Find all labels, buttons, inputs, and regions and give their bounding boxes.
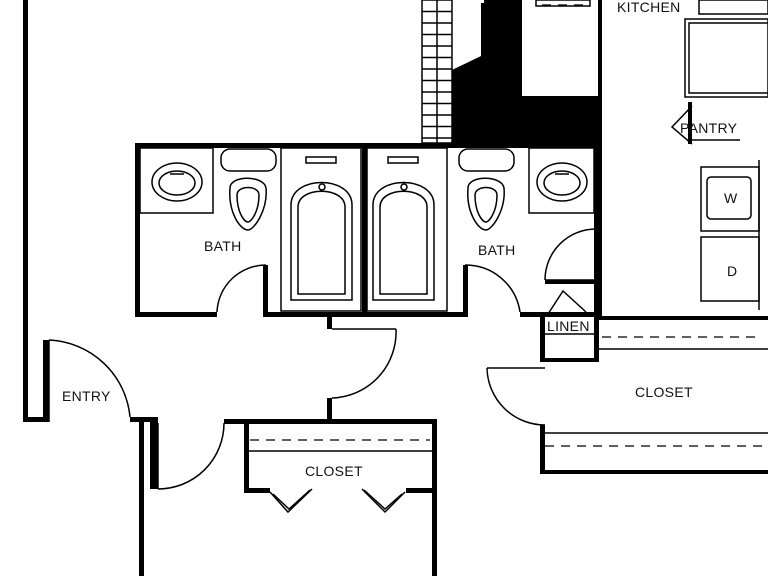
left-exterior-wall — [23, 0, 28, 422]
right-tub-drain — [400, 183, 408, 191]
bath-bottom-wall-c — [520, 312, 598, 317]
left-sink-basin — [158, 170, 196, 196]
label-bath-right: BATH — [478, 242, 516, 258]
hall-stub-wall — [327, 317, 332, 329]
closet-right-left-wall — [540, 425, 545, 473]
entry-door-swing — [48, 339, 131, 418]
closet-bifold-left-inner — [272, 489, 311, 511]
kitchen-column — [500, 0, 522, 96]
laundry — [700, 160, 760, 310]
kitchen-counter-block — [452, 0, 598, 143]
hall-center-post — [327, 398, 332, 422]
hall-door-stop — [150, 417, 158, 489]
left-tub-inner — [297, 190, 346, 295]
label-closet-right: CLOSET — [635, 384, 693, 400]
closet-bottom-sill-left — [244, 488, 270, 493]
right-tub-faucet — [387, 156, 419, 164]
right-bath-fixtures — [458, 147, 595, 231]
label-kitchen: KITCHEN — [617, 0, 681, 15]
closet-bifold-right — [361, 488, 406, 514]
laundry-door-swing — [544, 228, 597, 281]
label-bath-left: BATH — [204, 238, 242, 254]
closet-bifold-left — [269, 488, 313, 514]
left-toilet-seat — [236, 186, 260, 223]
room-labels: KITCHEN PANTRY BATH BATH ENTRY LINEN CLO… — [62, 0, 738, 479]
kitchen-fixtures — [535, 0, 768, 145]
hall-door-swing — [331, 328, 397, 399]
closet-bottom-left-wall — [244, 419, 249, 493]
linen-right-wall — [594, 312, 599, 362]
refrigerator-inner — [688, 22, 768, 94]
left-bathtub — [280, 147, 362, 312]
closet-right-bottom-wall — [540, 470, 768, 474]
closet-right-door-swing — [486, 367, 546, 426]
washer-drum — [706, 176, 752, 220]
entry-left-pillar — [43, 340, 49, 422]
bath-right-door-wall — [545, 280, 598, 284]
closet-bottom-top-wall — [224, 419, 437, 424]
left-toilet-tank — [220, 148, 277, 172]
right-bathtub — [366, 147, 448, 312]
right-sink-basin — [543, 170, 581, 196]
closet-bottom-sill-right — [406, 488, 437, 493]
linen-left-wall — [540, 312, 545, 362]
label-dryer: D — [727, 263, 737, 279]
right-tub-inner — [379, 190, 428, 295]
bath-divider-wall — [362, 143, 367, 317]
right-toilet-tank — [458, 148, 515, 172]
walls — [23, 0, 768, 576]
bath-right-wall — [594, 143, 599, 317]
bath-left-wall — [135, 143, 140, 316]
doors — [48, 228, 597, 514]
staircase — [421, 0, 453, 144]
closet-bottom-right-wall — [432, 419, 437, 576]
right-toilet-seat — [474, 186, 498, 223]
left-bath-door-swing — [216, 264, 267, 313]
linen-bottom-wall — [540, 358, 599, 362]
label-pantry: PANTRY — [680, 120, 738, 136]
kitchen-upper-cabinet — [698, 0, 768, 15]
label-closet-bottom: CLOSET — [305, 463, 363, 479]
closet-shelves — [249, 333, 768, 452]
closet-right-top-wall — [598, 316, 768, 320]
pantry-frame — [688, 102, 692, 144]
left-bath-fixtures — [139, 147, 277, 231]
right-bath-door-swing — [464, 264, 521, 313]
laundry-left-wall — [598, 143, 602, 320]
entry-left-jamb — [23, 417, 43, 422]
linen-door — [547, 289, 587, 315]
kitchen-right-wall — [598, 0, 602, 143]
closet-bifold-right-inner — [363, 489, 403, 511]
left-tub-faucet — [305, 156, 337, 164]
dryer — [700, 236, 760, 302]
label-linen: LINEN — [547, 318, 590, 334]
left-tub-drain — [318, 183, 326, 191]
label-washer: W — [724, 190, 738, 206]
hall-left-wall — [139, 417, 144, 576]
pantry-door — [670, 105, 693, 145]
bath-bottom-wall-a — [135, 312, 217, 317]
hall-left-door-swing — [157, 422, 225, 490]
kitchen-sink-outline — [535, 0, 591, 7]
label-entry: ENTRY — [62, 388, 111, 404]
